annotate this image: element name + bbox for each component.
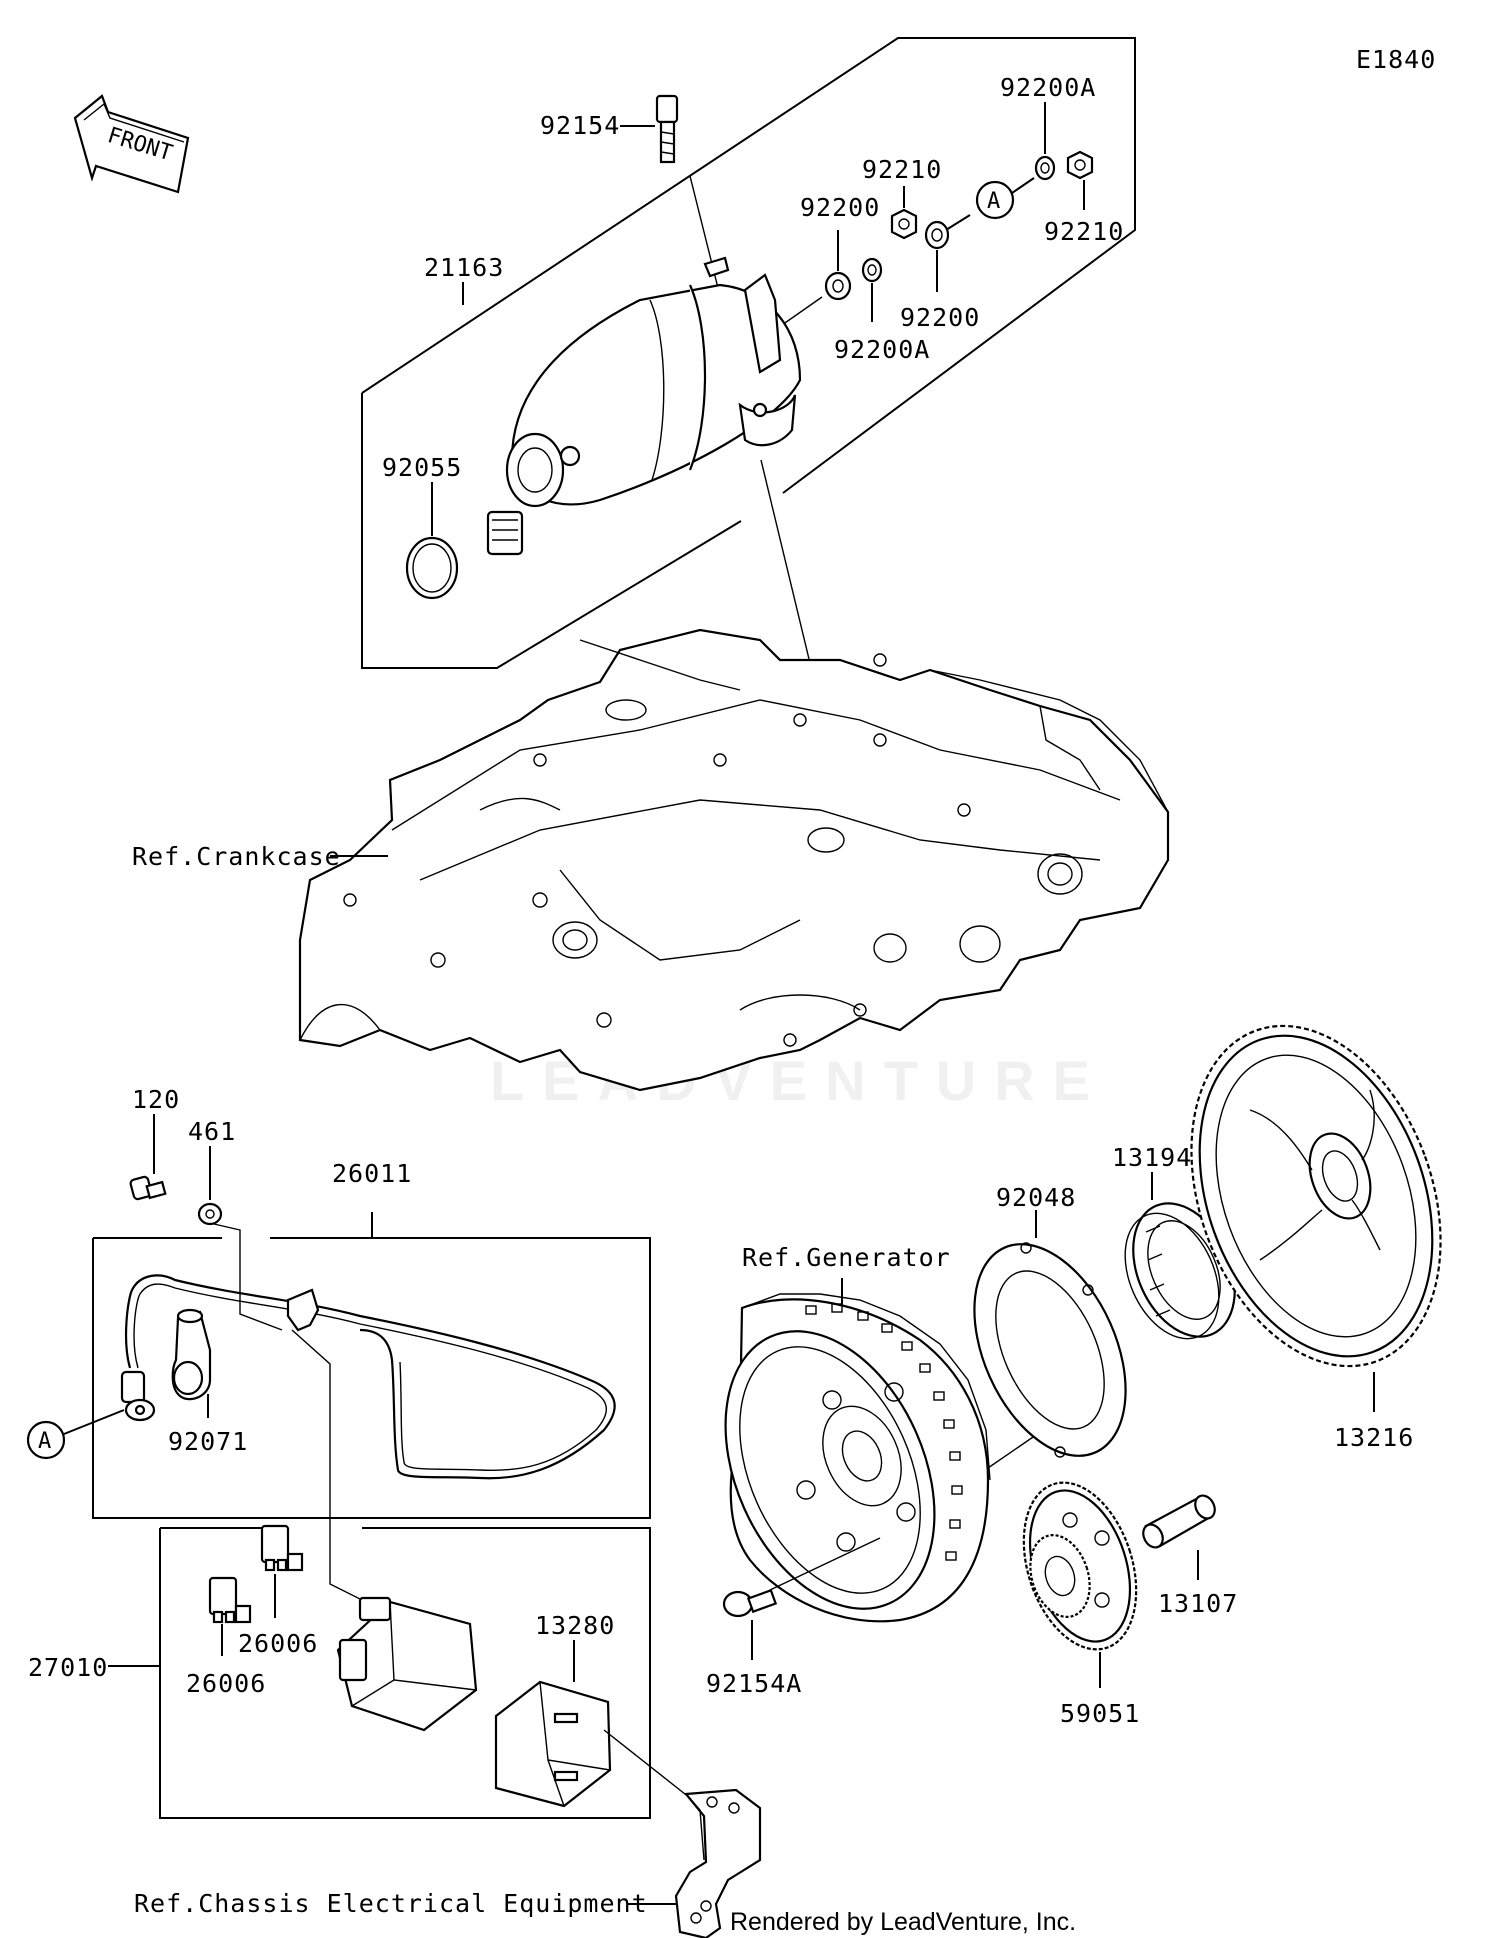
starter-relay [336,1596,478,1732]
starter-group-box-top [361,37,1136,494]
washer-461 [197,1202,223,1226]
label-92071: 92071 [168,1427,248,1456]
oring-92055 [405,536,459,600]
rotor-magnet-slots [805,1303,963,1561]
washer-92200A-lower [861,257,883,283]
washer-92200A-top [1034,155,1056,181]
starter-gear-13216 [1190,1024,1442,1368]
crankcase [298,628,1170,1092]
label-92200A-lower: 92200A [834,335,930,364]
fuse-26006-upper [260,1524,304,1572]
callout-a-lower-letter: A [38,1429,51,1454]
relay-13280 [494,1680,612,1808]
starter-motor-21163 [486,256,802,556]
fuse-26006-lower [208,1576,252,1624]
screw-120 [129,1175,167,1201]
label-21163: 21163 [424,253,504,282]
callout-a-lower [26,1420,66,1460]
bolt-92154 [655,94,679,164]
bolt-92154A [722,1588,778,1618]
label-120: 120 [132,1085,180,1114]
label-92200A-top: 92200A [1000,73,1096,102]
label-59051: 59051 [1060,1699,1140,1728]
washer-92200-right [924,220,950,250]
label-13194: 13194 [1112,1143,1192,1172]
label-26006-lower: 26006 [186,1669,266,1698]
ref-chassis: Ref.Chassis Electrical Equipment [134,1889,648,1918]
label-92048: 92048 [996,1183,1076,1212]
label-27010: 27010 [28,1653,108,1682]
label-13107: 13107 [1158,1589,1238,1618]
washer-92200-left [824,271,852,301]
nut-92210-middle [890,208,918,240]
terminal-boot-92071 [171,1308,212,1401]
callout-a-upper-letter: A [987,189,1000,214]
label-13280: 13280 [535,1611,615,1640]
ref-generator: Ref.Generator [742,1243,951,1272]
label-92210-right: 92210 [1044,217,1124,246]
harness-group-box [92,1237,651,1519]
callout-a-upper [975,180,1015,220]
ref-crankcase: Ref.Crankcase [132,842,341,871]
label-92200-right: 92200 [900,303,980,332]
front-arrow-icon: FRONT [73,94,190,194]
shaft-13107 [1142,1494,1216,1549]
label-92210-middle: 92210 [862,155,942,184]
label-92154: 92154 [540,111,620,140]
label-26006-upper: 26006 [238,1629,318,1658]
diagram-id: E1840 [1356,45,1436,74]
label-13216: 13216 [1334,1423,1414,1452]
label-92055: 92055 [382,453,462,482]
generator-rotor [724,1293,991,1623]
label-92200-left: 92200 [800,193,880,222]
label-461: 461 [188,1117,236,1146]
starter-group-box-bottom [361,393,742,669]
relay-bracket [674,1788,762,1938]
footer-credit: Rendered by LeadVenture, Inc. [730,1908,1076,1936]
gasket-92048 [973,1242,1127,1458]
label-26011: 26011 [332,1159,412,1188]
label-92154A: 92154A [706,1669,802,1698]
nut-92210-right [1066,150,1094,180]
battery-cable-26011 [120,1274,616,1480]
idle-gear-59051 [1022,1481,1138,1651]
relay-group-box [159,1527,651,1819]
